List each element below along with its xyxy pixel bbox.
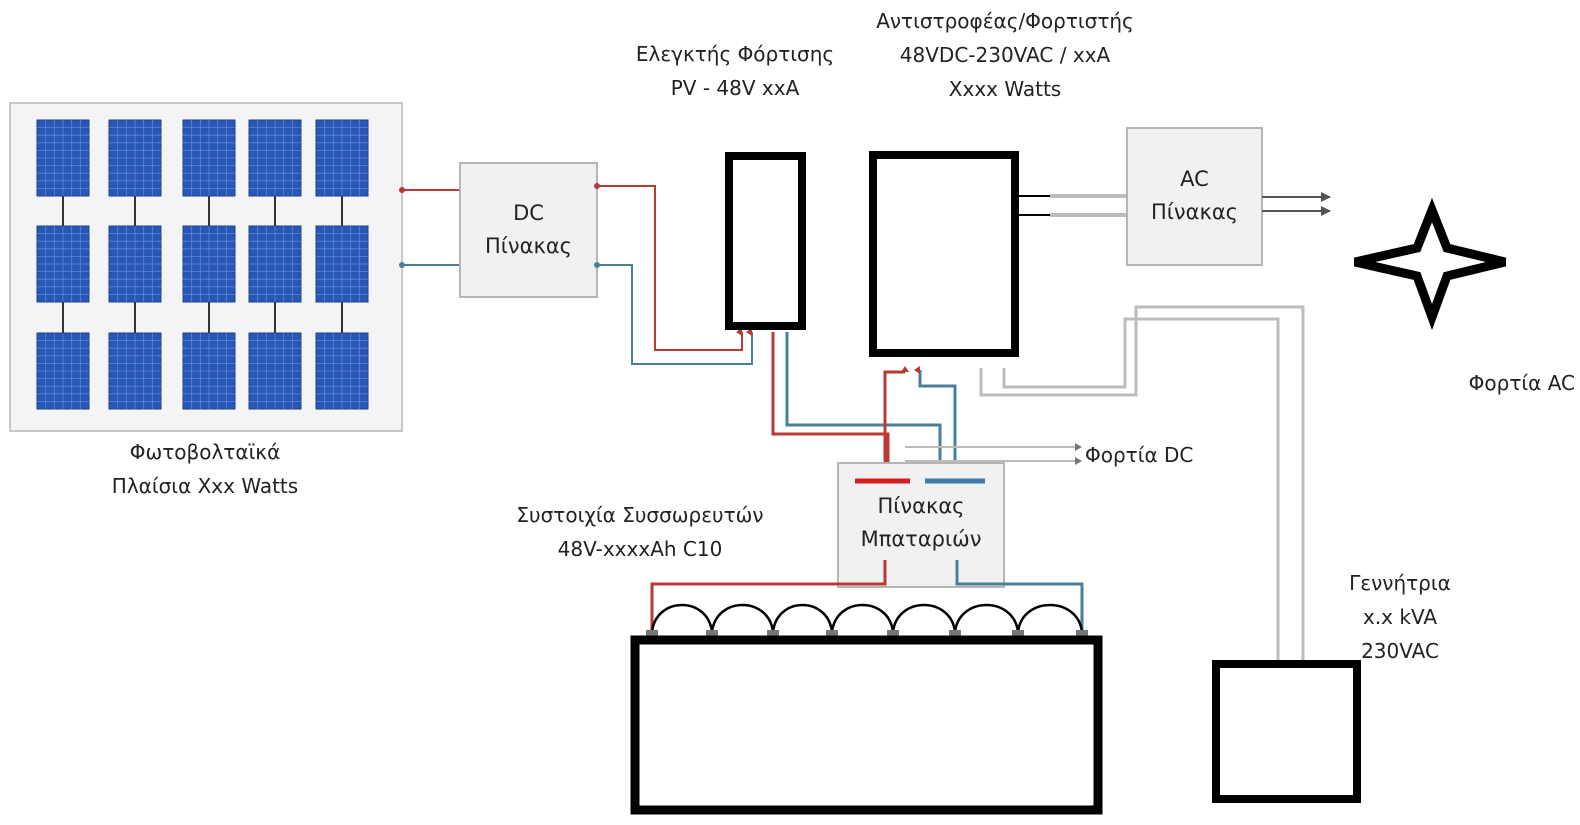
charge-controller-box	[725, 152, 806, 330]
pv-module-grid	[36, 119, 369, 410]
controller-to-battery-panel-wires	[771, 332, 942, 482]
battery-terminal	[767, 630, 779, 637]
battery-interconnect-cable	[710, 603, 775, 633]
battery-panel-box	[837, 462, 1005, 588]
inverter-caption-line-1: Αντιστροφέας/Φορτιστής	[876, 9, 1134, 33]
battery-terminal	[646, 630, 658, 637]
dc-panel-line-2: Πίνακας	[484, 234, 572, 258]
battery-interconnect-cable	[1016, 603, 1084, 633]
inverter-caption-line-3: Xxxx Watts	[948, 77, 1062, 101]
battery-caption-line-1: Συστοιχία Συσσωρευτών	[516, 503, 764, 527]
battery-bank-caption: Συστοιχία Συσσωρευτών 48V-xxxxAh C10	[480, 498, 800, 566]
battery-panel-to-inverter-wires	[883, 366, 957, 482]
charge-controller-caption: Ελεγκτής Φόρτισης PV - 48V xxA	[605, 37, 865, 105]
ac-loads-label: Φορτία AC	[1468, 371, 1575, 395]
battery-panel-label: Πίνακας Μπαταριών	[838, 490, 1004, 556]
battery-panel-line-1: Πίνακας	[877, 494, 965, 518]
dc-panel-label: DC Πίνακας	[460, 197, 597, 263]
battery-terminal	[1012, 630, 1024, 637]
battery-caption-line-2: 48V-xxxxAh C10	[557, 537, 723, 561]
inverter-caption: Αντιστροφέας/Φορτιστής 48VDC-230VAC / xx…	[855, 4, 1155, 106]
battery-bank-box	[630, 635, 1103, 815]
dc-loads-label: Φορτία DC	[1085, 443, 1194, 467]
generator-caption: Γεννήτρια x.x kVA 230VAC	[1325, 566, 1475, 668]
battery-interconnect-cable	[830, 603, 895, 633]
pv-to-dc-wires	[399, 187, 460, 268]
pv-caption-line-2: Πλαίσια Xxx Watts	[111, 474, 299, 498]
dc-to-controller-wires	[594, 183, 753, 365]
inverter-caption-line-2: 48VDC-230VAC / xxA	[899, 43, 1111, 67]
dc-panel-line-1: DC	[513, 201, 544, 225]
four-point-star-icon	[1354, 197, 1507, 331]
controller-caption-line-2: PV - 48V xxA	[670, 76, 800, 100]
generator-caption-line-2: x.x kVA	[1362, 605, 1438, 629]
battery-interconnect-cable	[953, 603, 1020, 633]
dc-loads-wires	[905, 443, 1082, 465]
generator-caption-line-1: Γεννήτρια	[1349, 571, 1451, 595]
dc-panel-box	[459, 162, 598, 298]
generator-caption-line-3: 230VAC	[1361, 639, 1439, 663]
ac-panel-to-loads-wires	[1262, 192, 1331, 216]
battery-terminal	[887, 630, 899, 637]
generator-to-inverter-wires	[979, 305, 1305, 662]
battery-panel-to-bank-wires	[650, 560, 1084, 632]
battery-panel-line-2: Μπαταριών	[860, 527, 982, 551]
battery-terminal	[706, 630, 718, 637]
generator-box	[1212, 660, 1361, 803]
controller-caption-line-1: Ελεγκτής Φόρτισης	[635, 42, 835, 66]
inverter-box	[869, 151, 1019, 357]
ac-panel-box	[1126, 127, 1263, 266]
battery-interconnect-cable	[891, 603, 957, 633]
pv-array-caption: Φωτοβολταϊκά Πλαίσια Xxx Watts	[70, 435, 340, 503]
ac-panel-line-1: AC	[1180, 167, 1209, 191]
battery-terminal	[949, 630, 961, 637]
battery-terminal	[826, 630, 838, 637]
pv-array	[9, 102, 403, 432]
ac-panel-line-2: Πίνακας	[1150, 200, 1238, 224]
battery-interconnect-cable	[771, 603, 834, 633]
battery-interconnects	[646, 603, 1088, 637]
pv-caption-line-1: Φωτοβολταϊκά	[129, 440, 281, 464]
battery-interconnect-cable	[650, 603, 714, 633]
battery-terminal	[1076, 630, 1088, 637]
inverter-to-ac-panel-wires	[1015, 194, 1127, 217]
ac-panel-label: AC Πίνακας	[1127, 163, 1262, 229]
